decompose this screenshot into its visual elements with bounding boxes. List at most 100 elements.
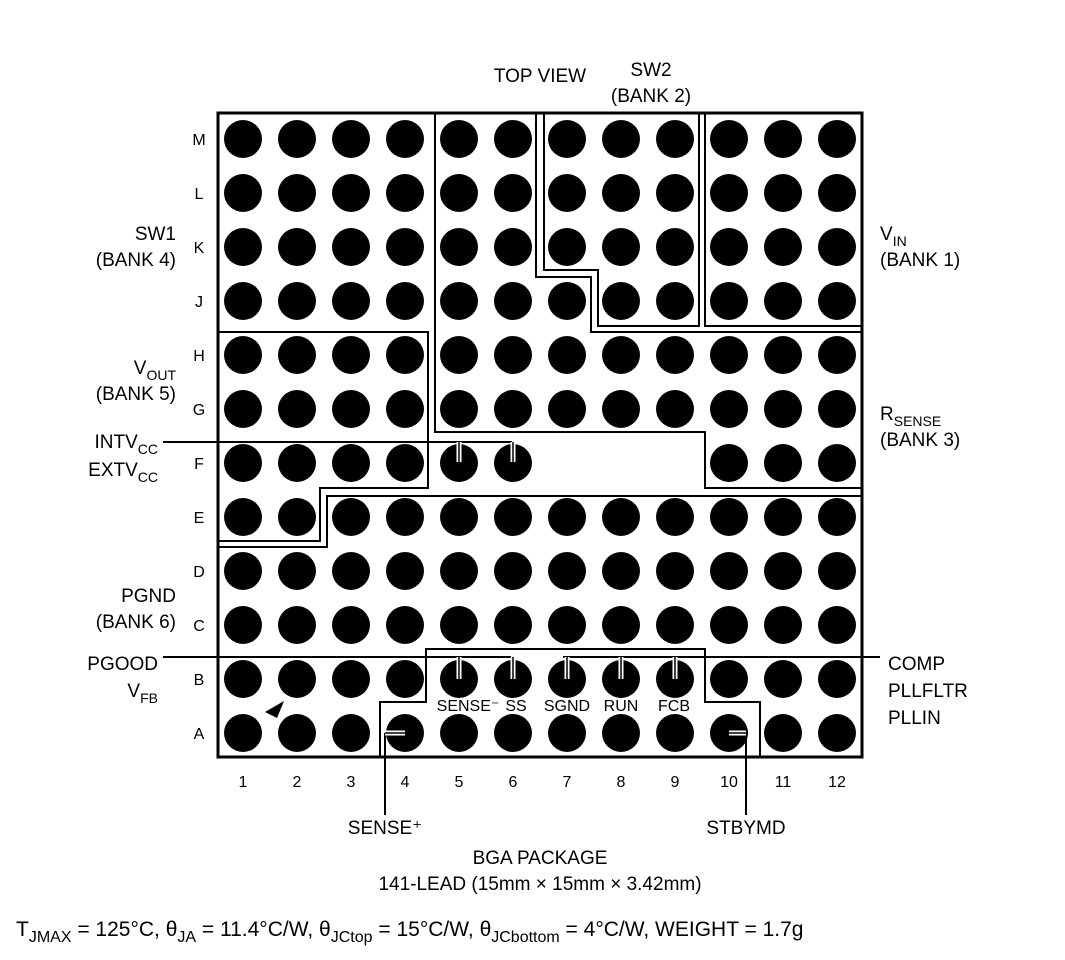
- ball-G6: [494, 390, 532, 428]
- ball-G7: [548, 390, 586, 428]
- ball-G3: [332, 390, 370, 428]
- ball-L8: [602, 174, 640, 212]
- pgood-label: PGOOD: [87, 654, 158, 675]
- ss-label: SS: [505, 698, 526, 715]
- pin-notches: [385, 442, 746, 736]
- ball-D5: [440, 552, 478, 590]
- ball-E5: [440, 498, 478, 536]
- sense-plus-label: SENSE⁺: [348, 818, 422, 839]
- ball-E2: [278, 498, 316, 536]
- intvcc-label: INTVCC: [94, 432, 158, 457]
- row-label-F: F: [194, 456, 204, 473]
- ball-H11: [764, 336, 802, 374]
- ball-E3: [332, 498, 370, 536]
- sgnd-label: SGND: [544, 698, 590, 715]
- ball-B12: [818, 660, 856, 698]
- pllfltr-label: PLLFLTR: [888, 681, 968, 702]
- signal-bracket: [379, 648, 761, 757]
- ball-M3: [332, 120, 370, 158]
- ball-C5: [440, 606, 478, 644]
- ball-M2: [278, 120, 316, 158]
- ball-H1: [224, 336, 262, 374]
- ball-D2: [278, 552, 316, 590]
- ball-G10: [710, 390, 748, 428]
- ball-A2: [278, 714, 316, 752]
- ball-D12: [818, 552, 856, 590]
- ball-C12: [818, 606, 856, 644]
- vin-boundary: [704, 113, 862, 327]
- ball-K1: [224, 228, 262, 266]
- ball-M1: [224, 120, 262, 158]
- ball-B11: [764, 660, 802, 698]
- fcb-label: FCB: [658, 698, 690, 715]
- ball-G8: [602, 390, 640, 428]
- ball-F3: [332, 444, 370, 482]
- ball-J9: [656, 282, 694, 320]
- ball-H4: [386, 336, 424, 374]
- ball-A7: [548, 714, 586, 752]
- column-label-6: 6: [509, 774, 518, 791]
- ball-H5: [440, 336, 478, 374]
- ball-H10: [710, 336, 748, 374]
- ball-C6: [494, 606, 532, 644]
- ball-E10: [710, 498, 748, 536]
- ball-J4: [386, 282, 424, 320]
- row-label-G: G: [193, 402, 205, 419]
- row-label-H: H: [193, 348, 205, 365]
- ball-M8: [602, 120, 640, 158]
- ball-A6: [494, 714, 532, 752]
- ball-J11: [764, 282, 802, 320]
- ball-G4: [386, 390, 424, 428]
- ball-A3: [332, 714, 370, 752]
- vfb-label: VFB: [127, 681, 158, 706]
- pin-leader-lines: [163, 441, 880, 815]
- ball-L9: [656, 174, 694, 212]
- ball-B10: [710, 660, 748, 698]
- column-label-1: 1: [239, 774, 248, 791]
- ball-K9: [656, 228, 694, 266]
- extvcc-label: EXTVCC: [88, 460, 158, 485]
- ball-F6: [494, 444, 532, 482]
- ball-F10: [710, 444, 748, 482]
- column-label-8: 8: [617, 774, 626, 791]
- ball-D11: [764, 552, 802, 590]
- ball-D9: [656, 552, 694, 590]
- pgnd-bank-label: (BANK 6): [96, 612, 176, 633]
- ball-M12: [818, 120, 856, 158]
- ball-B2: [278, 660, 316, 698]
- column-label-5: 5: [455, 774, 464, 791]
- ball-M5: [440, 120, 478, 158]
- column-label-2: 2: [293, 774, 302, 791]
- sw2-inner-boundary: [543, 113, 700, 327]
- ball-J5: [440, 282, 478, 320]
- sw1-bank-label: (BANK 4): [96, 250, 176, 271]
- ball-C11: [764, 606, 802, 644]
- vin-label: VIN: [880, 224, 907, 249]
- stbymd-label: STBYMD: [706, 818, 785, 839]
- ball-K2: [278, 228, 316, 266]
- row-label-E: E: [194, 510, 205, 527]
- comp-label: COMP: [888, 654, 945, 675]
- ball-L5: [440, 174, 478, 212]
- ball-H7: [548, 336, 586, 374]
- column-label-12: 12: [828, 774, 846, 791]
- ball-H9: [656, 336, 694, 374]
- ball-G2: [278, 390, 316, 428]
- package-outline: [216, 111, 864, 759]
- ball-E6: [494, 498, 532, 536]
- vout-label: VOUT: [134, 358, 177, 383]
- pin-a1-marker-icon: [265, 701, 284, 718]
- ball-D4: [386, 552, 424, 590]
- ball-B1: [224, 660, 262, 698]
- ball-J10: [710, 282, 748, 320]
- ball-M6: [494, 120, 532, 158]
- vout-bank-label: (BANK 5): [96, 384, 176, 405]
- top-view-title: TOP VIEW: [494, 66, 586, 87]
- ball-C8: [602, 606, 640, 644]
- ball-L1: [224, 174, 262, 212]
- ball-L12: [818, 174, 856, 212]
- ball-L4: [386, 174, 424, 212]
- ball-E9: [656, 498, 694, 536]
